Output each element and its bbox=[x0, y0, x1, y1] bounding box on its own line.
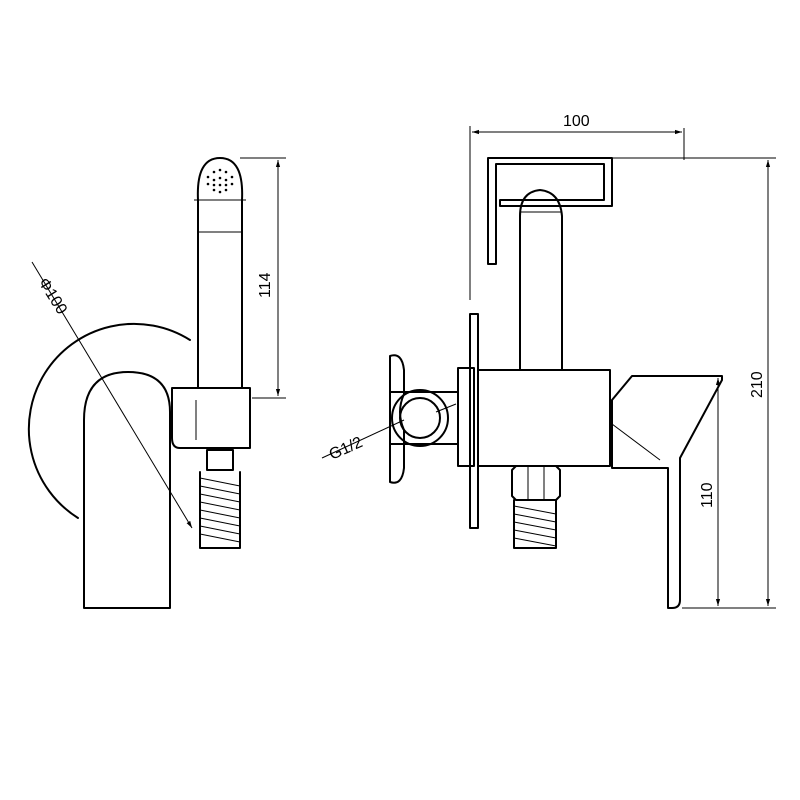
front-view: 100 G1/2 bbox=[321, 113, 776, 609]
shower-hose bbox=[199, 471, 241, 549]
inlet-connector bbox=[389, 391, 459, 445]
escutcheon-plate bbox=[27, 322, 191, 519]
height-114-label: 114 bbox=[257, 272, 274, 298]
shower-holder bbox=[171, 387, 251, 449]
height-210-label: 210 bbox=[749, 371, 766, 398]
height-110-label: 110 bbox=[699, 482, 716, 508]
hand-shower bbox=[194, 157, 246, 389]
diameter-label: Φ100 bbox=[35, 275, 70, 318]
mixer-lever bbox=[611, 375, 723, 609]
height-114-dimension: 114 bbox=[240, 157, 286, 399]
side-view: Φ100 114 bbox=[27, 157, 286, 609]
valve-body bbox=[477, 369, 611, 467]
thread-label: G1/2 bbox=[327, 434, 366, 464]
inlet-inner-ring bbox=[399, 397, 441, 439]
height-110-dimension: 110 bbox=[699, 378, 721, 606]
inlet-outer-ring bbox=[391, 389, 449, 447]
outlet-hose bbox=[513, 499, 557, 549]
mixer-body bbox=[83, 371, 171, 609]
width-dimension: 100 bbox=[469, 113, 682, 300]
width-label: 100 bbox=[563, 113, 590, 130]
body-flange bbox=[457, 367, 475, 467]
spray-holes bbox=[206, 168, 234, 194]
hose-nut bbox=[206, 449, 234, 471]
shower-bracket bbox=[487, 157, 613, 371]
outlet-nut bbox=[511, 465, 561, 501]
height-210-dimension: 210 bbox=[749, 160, 771, 606]
